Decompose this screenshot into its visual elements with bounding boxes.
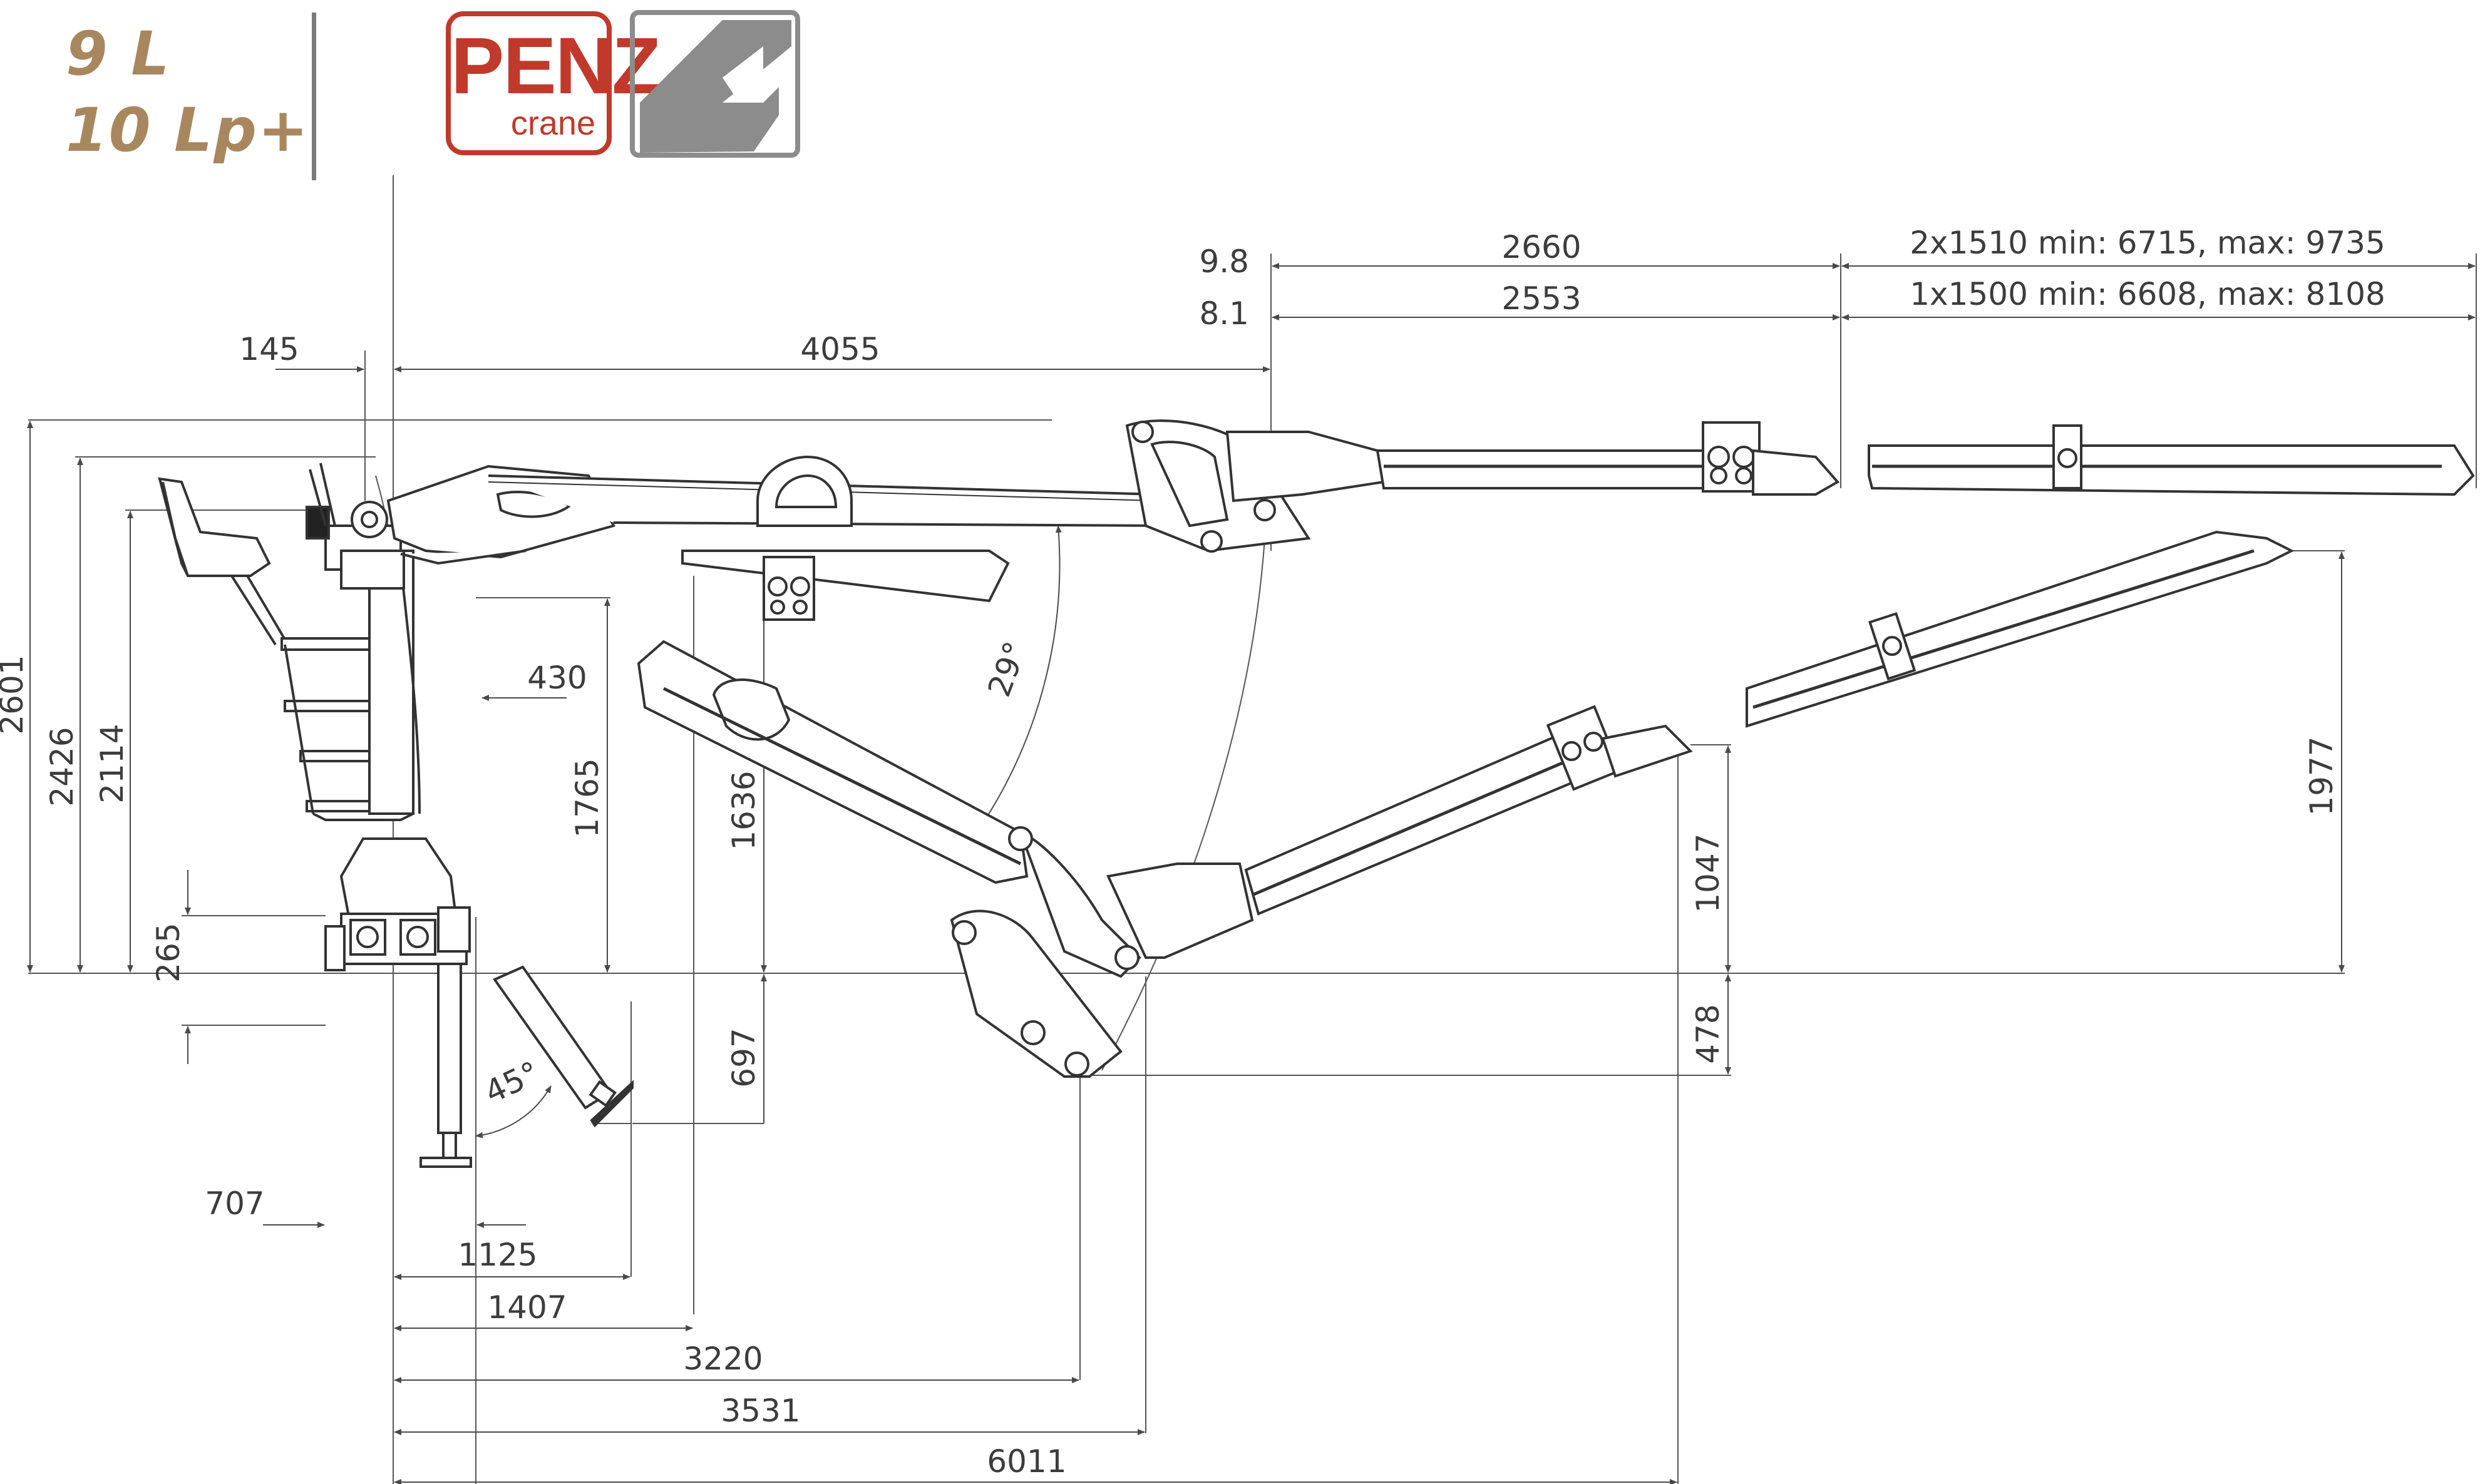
model-name-10lp: 10 Lp+ [66,95,310,165]
dim-697: 697 [726,1028,762,1087]
main-boom [386,419,2475,621]
dim-1636: 1636 [726,770,762,850]
lowered-boom [637,530,2295,1078]
dim-1125: 1125 [458,1237,537,1273]
dim-1407: 1407 [487,1289,567,1326]
logo-sub: crane [510,105,595,142]
penz-symbol-icon [630,10,800,158]
header-divider [312,13,316,180]
dim-1977: 1977 [2303,736,2340,816]
dim-145: 145 [239,331,299,367]
dim-2660: 2660 [1501,229,1581,265]
dim-707: 707 [205,1185,264,1222]
dim-1047: 1047 [1690,833,1726,913]
dim-3531: 3531 [721,1393,800,1429]
angle-45: 45° [479,1055,545,1111]
model-name-9l: 9 L [66,19,171,89]
header: 9 L 10 Lp+ PENZ crane [0,0,2485,188]
dim-4055: 4055 [800,331,880,367]
dim-9-8: 9.8 [1199,243,1249,280]
dimension-lines [27,263,2476,1484]
dim-3220: 3220 [683,1341,763,1377]
dim-478: 478 [1690,1004,1726,1063]
dim-2x1510: 2x1510 min: 6715, max: 9735 [1910,225,2385,261]
dim-2114: 2114 [94,724,130,803]
dim-2553: 2553 [1501,280,1581,317]
dim-6011: 6011 [987,1443,1066,1480]
angle-29: 29° [981,637,1034,702]
dim-8-1: 8.1 [1199,295,1249,332]
dimension-labels: 9.8 8.1 2660 2553 2x1510 min: 6715, max:… [0,225,2385,1480]
dim-2426: 2426 [44,727,80,806]
guide-lines [28,175,2477,1484]
dim-1765: 1765 [569,758,605,837]
dim-2601: 2601 [0,655,30,734]
dim-430: 430 [527,660,587,696]
dim-1x1500: 1x1500 min: 6608, max: 8108 [1910,276,2385,312]
dim-265: 265 [150,923,187,982]
crane-base [158,463,634,1168]
